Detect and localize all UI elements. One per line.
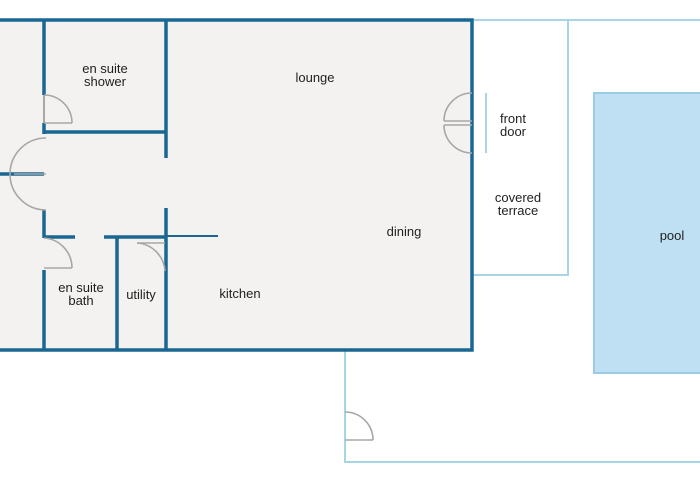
label-utility: utility bbox=[126, 287, 156, 302]
label-ensuite-bath-1: en suite bbox=[58, 280, 104, 295]
utility-door bbox=[136, 242, 166, 272]
label-ensuite-shower-2: shower bbox=[84, 74, 127, 89]
garden-outline bbox=[344, 350, 700, 463]
label-ensuite-bath-2: bath bbox=[68, 293, 93, 308]
label-covered-terrace-1: covered bbox=[495, 190, 541, 205]
front-door-double bbox=[443, 92, 473, 154]
label-kitchen: kitchen bbox=[219, 286, 260, 301]
exterior-wall bbox=[0, 18, 474, 352]
label-ensuite-shower-1: en suite bbox=[82, 61, 128, 76]
label-front-door-1: front bbox=[500, 111, 526, 126]
terrace-outline bbox=[472, 19, 569, 276]
shower-door bbox=[43, 94, 73, 124]
label-front-door-2: door bbox=[500, 124, 527, 139]
house-floor bbox=[0, 20, 472, 350]
pool bbox=[593, 92, 700, 374]
doors bbox=[9, 92, 473, 441]
label-lounge: lounge bbox=[295, 70, 334, 85]
label-dining: dining bbox=[387, 224, 422, 239]
bath-door bbox=[43, 237, 73, 269]
label-covered-terrace-2: terrace bbox=[498, 203, 538, 218]
bedroom-door bbox=[9, 137, 47, 211]
label-pool: pool bbox=[660, 228, 685, 243]
room-labels: e en suite shower lounge front door cove… bbox=[58, 61, 685, 308]
garden-gate bbox=[344, 411, 374, 441]
